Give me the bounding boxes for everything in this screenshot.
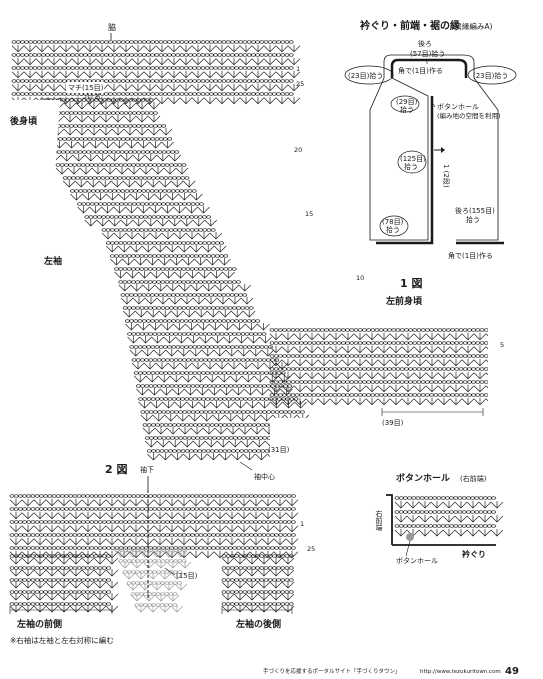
svg-text:後ろ(155目): 後ろ(155目) (455, 206, 495, 215)
svg-text:角で(1目)作る: 角で(1目)作る (448, 251, 493, 260)
inset-front-edge (376, 96, 434, 245)
svg-text:(78目): (78目) (382, 218, 404, 226)
svg-text:10: 10 (356, 274, 364, 282)
svg-text:(23目)拾う: (23目)拾う (348, 71, 383, 80)
label-ushiromigoro: 後身頃 (10, 115, 38, 127)
svg-text:25: 25 (307, 545, 315, 553)
btn-title-sub: (右前端) (460, 474, 487, 483)
svg-text:角で(1目)作る: 角で(1目)作る (398, 66, 443, 75)
svg-text:(29目): (29目) (396, 98, 418, 106)
crochet-chart-main (0, 40, 543, 470)
ushiro-bg (8, 114, 48, 127)
crochet-chart-figure2 (9, 490, 299, 613)
svg-text:1 (2段): 1 (2段) (442, 164, 451, 188)
svg-text:(57目)拾う: (57目)拾う (410, 49, 445, 58)
label-me31: (31目) (268, 446, 290, 454)
inset-title-sub: (縁編みA) (459, 21, 493, 31)
btn-title: ボタンホール (396, 472, 450, 484)
inset-edging-diagram: 衿ぐり・前端・裾の縁 (縁編みA) 後ろ (57目)拾う (23目)拾う (23… (344, 19, 517, 260)
buttonhole-diagram: ボタンホール (右前端) 右前端 ボタンホール 衿ぐり (375, 472, 496, 565)
svg-text:拾う: 拾う (466, 215, 480, 224)
label-me15: (15目) (176, 572, 198, 580)
label-zu2: 2 図 (105, 462, 127, 476)
label-hidarisode-ushiro: 左袖の後側 (235, 618, 281, 630)
svg-text:(編み地の空間を利用): (編み地の空間を利用) (437, 111, 501, 120)
svg-text:(125目): (125目) (400, 155, 426, 163)
inset-collar-outline (390, 58, 468, 78)
svg-text:1: 1 (296, 65, 300, 73)
footer-url: http://www.tezukuritown.com (420, 669, 501, 675)
label-hidarisode: 左袖 (43, 255, 62, 267)
label-tsukeru: つける (80, 93, 101, 101)
svg-text:ボタンホール: ボタンホール (437, 102, 479, 111)
svg-text:5: 5 (500, 341, 504, 349)
sode-bg (40, 253, 68, 267)
label-hidarimaemigoro: 左前身頃 (385, 295, 423, 307)
svg-text:25: 25 (296, 80, 304, 88)
btn-collar: 衿ぐり (462, 549, 486, 559)
label-sodechushin: 袖中心 (254, 472, 275, 481)
svg-text:拾う: 拾う (386, 225, 400, 234)
buttonhole-marker (406, 533, 414, 541)
label-sodeshita: 袖下 (140, 465, 154, 474)
label-zu1: 1 図 (400, 276, 422, 290)
page-number: 49 (505, 666, 519, 677)
inset-title: 衿ぐり・前端・裾の縁 (360, 19, 460, 32)
btn-hole-label: ボタンホール (396, 556, 438, 565)
svg-text:1: 1 (300, 520, 304, 528)
btn-side-label: 右前端 (375, 509, 383, 532)
svg-text:拾う: 拾う (400, 105, 414, 114)
svg-text:拾う: 拾う (404, 162, 418, 171)
svg-text:15: 15 (305, 210, 313, 218)
footer-text: 手づくりを応援するポータルサイト「手づくりタウン」 (263, 667, 401, 675)
buttonhole-chart (394, 496, 504, 537)
label-note: ※右袖は左袖と左右対称に編む (10, 635, 114, 645)
machi-bg (66, 82, 104, 93)
svg-text:20: 20 (294, 146, 302, 154)
label-me39: (39目) (382, 419, 404, 427)
svg-text:後ろ: 後ろ (418, 39, 432, 48)
svg-text:(23目)拾う: (23目)拾う (473, 71, 508, 80)
label-hidarisode-mae: 左袖の前側 (16, 618, 62, 630)
row-marks: 1 25 20 15 10 5 1 25 (294, 65, 504, 553)
label-machi: マチ(15目) (68, 84, 104, 92)
label-waki: 脇 (108, 23, 116, 32)
